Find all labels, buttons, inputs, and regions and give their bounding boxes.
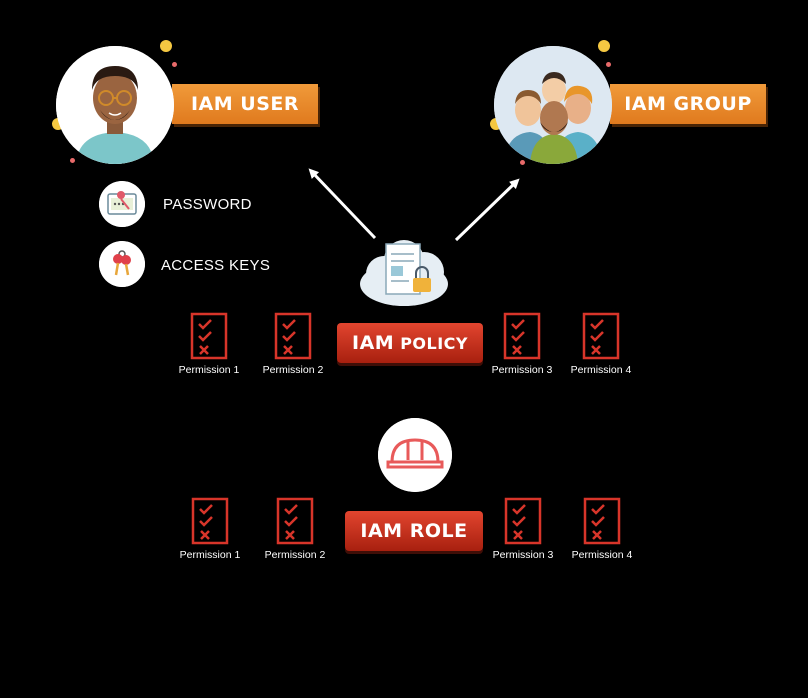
permission-label: Permission 3 bbox=[492, 549, 554, 561]
arrow-to-user bbox=[308, 168, 377, 240]
checklist-icon bbox=[276, 497, 314, 545]
permission-label: Permission 4 bbox=[570, 364, 632, 376]
checklist-icon bbox=[503, 312, 541, 360]
password-icon bbox=[99, 181, 145, 227]
checklist-icon bbox=[191, 497, 229, 545]
iam-policy-label-main: IAM bbox=[352, 332, 395, 354]
iam-user-label: IAM USER bbox=[190, 93, 300, 115]
checklist-icon bbox=[582, 312, 620, 360]
user-avatar bbox=[56, 46, 174, 164]
password-label: PASSWORD bbox=[163, 196, 252, 213]
decor-dot bbox=[172, 62, 177, 67]
permission-label: Permission 3 bbox=[491, 364, 553, 376]
checklist-icon bbox=[274, 312, 312, 360]
iam-group-banner: IAM GROUP bbox=[610, 84, 766, 124]
decor-dot bbox=[160, 40, 172, 52]
permission-label: Permission 2 bbox=[264, 549, 326, 561]
decor-dot bbox=[520, 160, 525, 165]
decor-dot bbox=[70, 158, 75, 163]
checklist-icon bbox=[504, 497, 542, 545]
iam-group-label: IAM GROUP bbox=[624, 93, 752, 115]
permission-label: Permission 1 bbox=[178, 364, 240, 376]
policy-document-icon bbox=[354, 234, 454, 310]
iam-user-banner: IAM USER bbox=[172, 84, 318, 124]
permission-label: Permission 4 bbox=[571, 549, 633, 561]
iam-policy-banner: IAM POLICY bbox=[337, 323, 483, 363]
hard-hat-icon bbox=[378, 418, 452, 492]
access-keys-label: ACCESS KEYS bbox=[161, 257, 271, 274]
iam-policy-label-sub: POLICY bbox=[400, 333, 468, 353]
group-avatar bbox=[494, 46, 612, 164]
decor-dot bbox=[598, 40, 610, 52]
arrow-to-group bbox=[454, 178, 520, 242]
checklist-icon bbox=[190, 312, 228, 360]
permission-label: Permission 1 bbox=[179, 549, 241, 561]
iam-role-banner: IAM ROLE bbox=[345, 511, 483, 551]
iam-role-label: IAM ROLE bbox=[360, 520, 468, 542]
decor-dot bbox=[606, 62, 611, 67]
access-keys-icon bbox=[99, 241, 145, 287]
permission-label: Permission 2 bbox=[262, 364, 324, 376]
checklist-icon bbox=[583, 497, 621, 545]
user-person-icon bbox=[56, 46, 174, 164]
group-people-icon bbox=[494, 46, 612, 164]
